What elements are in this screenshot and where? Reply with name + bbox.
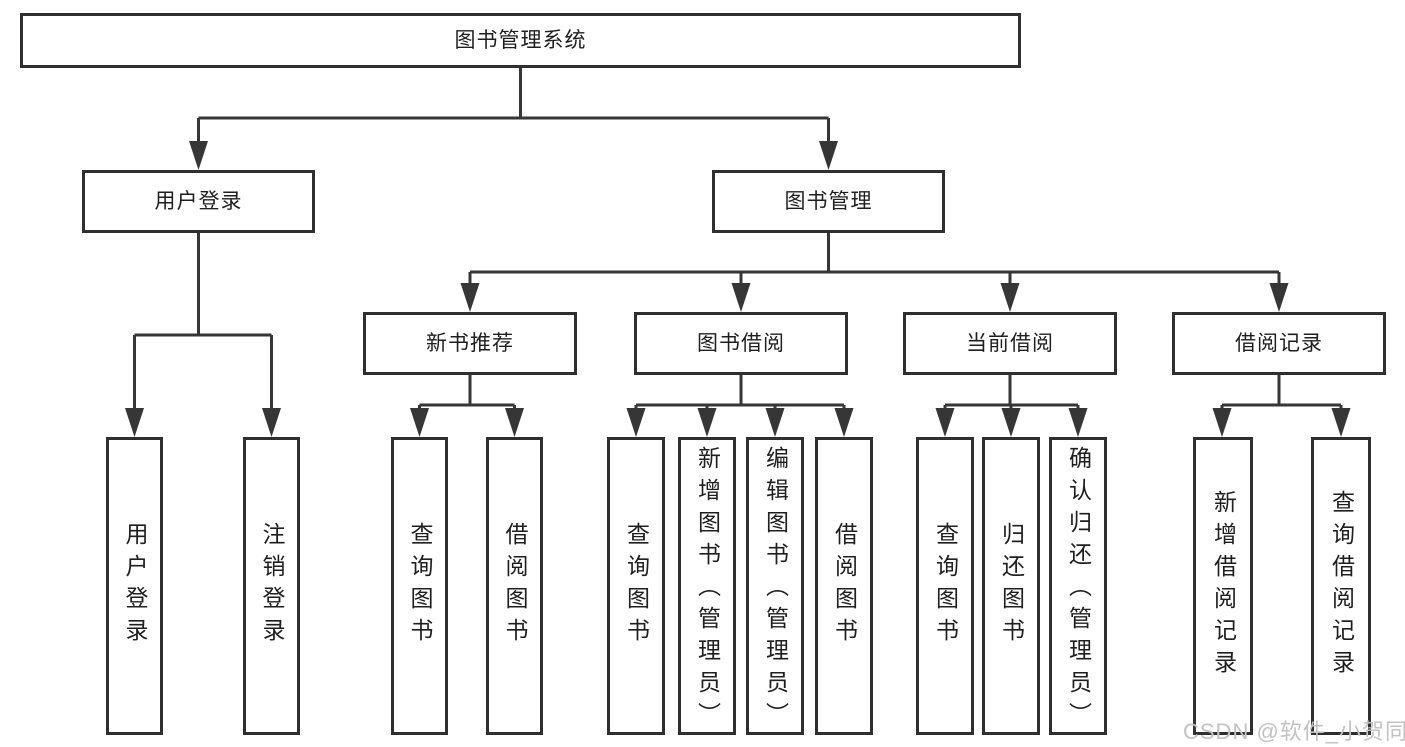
arrowhead	[1331, 408, 1351, 437]
edge-recommend-to-leaves	[418, 375, 516, 413]
arrowhead	[1068, 408, 1088, 437]
leaf-confirm-return-admin: 确认归还（管理员）	[1049, 437, 1107, 735]
arrowhead	[410, 408, 429, 437]
leaf-edit-book-admin: 编辑图书（管理员）	[746, 437, 804, 735]
leaf-user-login: 用户登录	[106, 437, 163, 735]
arrowhead	[1269, 283, 1289, 312]
arrowhead	[505, 408, 524, 437]
arrowhead	[935, 408, 955, 437]
arrowhead	[697, 408, 717, 437]
leaf-add-borrow-record: 新增借阅记录	[1193, 437, 1253, 735]
leaf-query-book-current: 查询图书	[916, 437, 974, 735]
node-book-borrow: 图书借阅	[634, 312, 848, 375]
leaf-add-book-admin: 新增图书（管理员）	[678, 437, 736, 735]
edge-current-to-leaves	[943, 375, 1080, 413]
arrowhead	[1212, 408, 1232, 437]
edge-borrow-to-leaves	[634, 375, 846, 413]
arrowhead	[125, 408, 144, 437]
edge-bookmgmt-to-level3	[468, 233, 1281, 288]
arrowhead	[1001, 408, 1021, 437]
arrowhead	[626, 408, 646, 437]
leaf-query-book-recommend: 查询图书	[391, 437, 448, 735]
arrowhead	[460, 283, 480, 312]
leaf-query-book-borrow: 查询图书	[607, 437, 665, 735]
arrowhead	[1000, 283, 1020, 312]
arrowhead	[819, 141, 838, 170]
edge-record-to-leaves	[1220, 375, 1343, 413]
arrowhead	[262, 408, 281, 437]
csdn-watermark: CSDN @软件_小贺同学	[1183, 719, 1405, 744]
leaf-borrow-book-recommend: 借阅图书	[486, 437, 543, 735]
arrowhead	[834, 408, 854, 437]
arrowhead	[765, 408, 785, 437]
node-borrow-record: 借阅记录	[1172, 312, 1386, 375]
edge-userlogin-to-leaves	[133, 233, 273, 413]
arrowhead	[189, 141, 208, 170]
node-user-login: 用户登录	[82, 170, 315, 233]
node-book-management: 图书管理	[712, 170, 945, 233]
leaf-return-book: 归还图书	[982, 437, 1040, 735]
arrowhead	[731, 283, 751, 312]
node-new-book-recommend: 新书推荐	[363, 312, 577, 375]
edge-root-to-level2	[197, 68, 830, 146]
leaf-logout: 注销登录	[243, 437, 300, 735]
leaf-query-borrow-record: 查询借阅记录	[1311, 437, 1371, 735]
leaf-borrow-book-borrow: 借阅图书	[815, 437, 873, 735]
node-root-system: 图书管理系统	[20, 13, 1021, 68]
node-current-borrow: 当前借阅	[903, 312, 1117, 375]
